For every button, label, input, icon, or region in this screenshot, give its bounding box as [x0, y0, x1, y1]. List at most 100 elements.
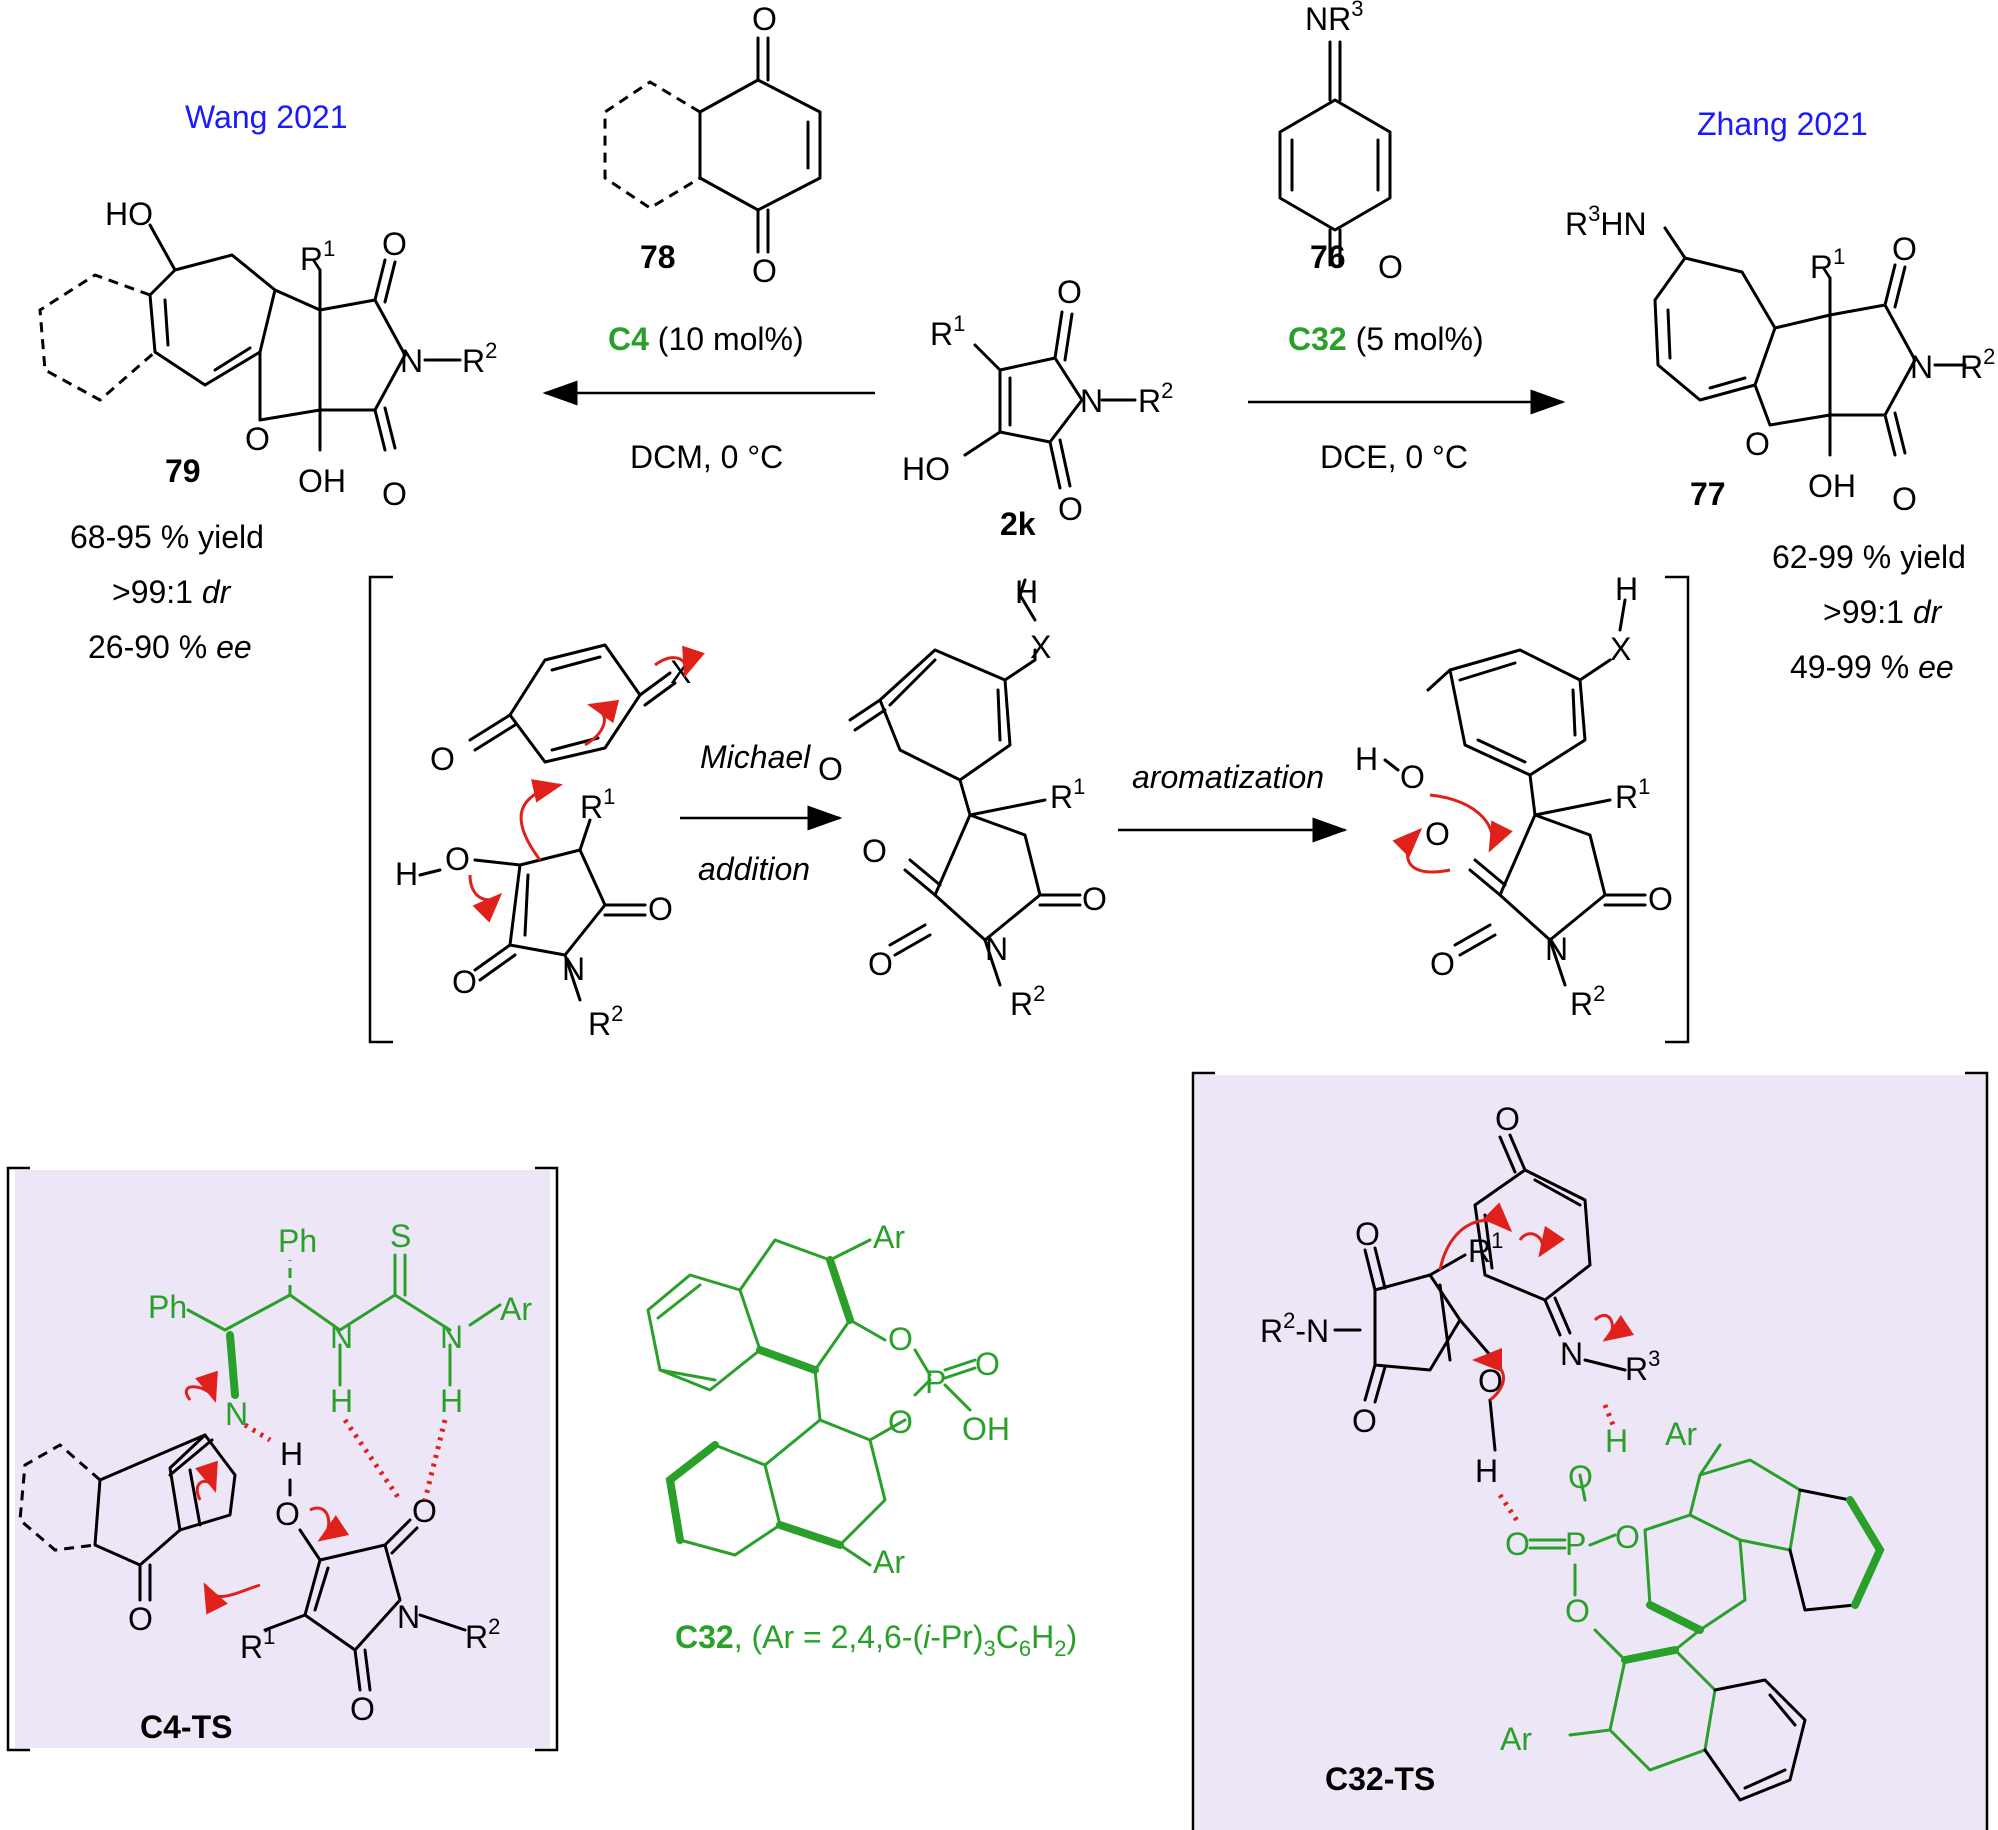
compound-label-77: 77	[1690, 476, 1726, 512]
right-yield: 62-99 % yield	[1772, 539, 1966, 575]
atom-r2n: R2-N	[1260, 1308, 1329, 1349]
atom-r1: R1	[1468, 1228, 1503, 1269]
c32-caption: C32, (Ar = 2,4,6-(i-Pr)3C6H2)	[675, 1619, 1077, 1661]
atom-ar: Ar	[1665, 1416, 1697, 1452]
mechanism-michael-adduct: H X O R1 O O O N R2	[818, 574, 1107, 1022]
atom-h: H	[395, 856, 418, 892]
product-77-structure: R3HN R1 O N R2 O OH O 77	[1565, 201, 1995, 517]
atom-r3: R3	[1625, 1346, 1660, 1387]
atom-oh: OH	[1808, 468, 1856, 504]
atom-r1: R1	[240, 1624, 275, 1665]
atom-r1: R1	[1050, 774, 1085, 815]
ts-label-c4: C4-TS	[140, 1709, 232, 1745]
left-ee: 26-90 % ee	[88, 629, 252, 665]
c32-catalyst-structure: Ar O P O O OH Ar	[646, 1219, 1010, 1580]
atom-n: N	[225, 1396, 248, 1432]
atom-o: O	[888, 1321, 913, 1357]
atom-r1: R1	[300, 236, 335, 277]
left-catalyst-condition: C4 (10 mol%)	[608, 321, 804, 357]
compound-label-76: 76	[1310, 239, 1346, 275]
atom-o: O	[1400, 759, 1425, 795]
atom-o: O	[862, 833, 887, 869]
atom-p: P	[925, 1364, 946, 1400]
atom-ho: HO	[105, 196, 153, 232]
atom-r2: R2	[1570, 981, 1605, 1022]
atom-ar: Ar	[500, 1291, 532, 1327]
atom-ph: Ph	[278, 1223, 317, 1259]
atom-h: H	[280, 1436, 303, 1472]
atom-x: X	[1030, 629, 1051, 665]
atom-o: O	[1648, 881, 1673, 917]
mechanism-aromatized-intermediate: H O X H R1 O O O N R2	[1355, 571, 1673, 1022]
atom-o: O	[350, 1691, 375, 1727]
atom-n: N	[400, 343, 423, 379]
ts-label-c32: C32-TS	[1325, 1761, 1435, 1797]
atom-o: O	[1745, 426, 1770, 462]
atom-r2: R2	[465, 1614, 500, 1655]
step-michael: Michael	[700, 739, 811, 775]
atom-o: O	[1057, 274, 1082, 310]
atom-n: N	[985, 931, 1008, 967]
atom-ho: H	[1355, 741, 1378, 777]
atom-o: O	[868, 946, 893, 982]
quinone-78-structure: O O 78	[603, 1, 822, 289]
atom-o: O	[452, 964, 477, 1000]
atom-o: O	[1082, 881, 1107, 917]
atom-p: P	[1565, 1526, 1586, 1562]
atom-r1: R1	[580, 784, 615, 825]
atom-h: H	[330, 1383, 353, 1419]
atom-oh: OH	[298, 463, 346, 499]
atom-o: O	[245, 421, 270, 457]
atom-o: O	[1568, 1459, 1593, 1495]
atom-ar: Ar	[873, 1219, 905, 1255]
atom-o: O	[445, 841, 470, 877]
atom-h: H	[440, 1383, 463, 1419]
atom-oh: OH	[962, 1411, 1010, 1447]
atom-o: O	[1430, 946, 1455, 982]
step-aromatization: aromatization	[1132, 759, 1324, 795]
hydroxymaleimide-2k-structure: R1 O N R2 HO O 2k	[902, 274, 1173, 542]
c4-ts-panel: Ph S Ph N N Ar H H N O H O O N R2 R1 O	[6, 1166, 559, 1752]
atom-r1: R1	[930, 311, 965, 352]
step-addition: addition	[698, 851, 810, 887]
atom-r3hn: R3HN	[1565, 201, 1647, 242]
atom-x: X	[1610, 631, 1631, 667]
right-catalyst-condition: C32 (5 mol%)	[1288, 321, 1484, 357]
atom-n: N	[1080, 383, 1103, 419]
c32-ts-panel: O N R3 O R1 R2-N O O H H O O P O O Ar	[1191, 1071, 1989, 1830]
atom-o: O	[1892, 481, 1917, 517]
atom-n: N	[562, 951, 585, 987]
atom-r1: R1	[1810, 244, 1845, 285]
atom-o: O	[1058, 491, 1083, 527]
atom-o: O	[1355, 1216, 1380, 1252]
left-dr: >99:1 dr	[112, 574, 232, 610]
product-79-structure: HO R1 O N R2 O OH O 79	[38, 196, 497, 512]
atom-o: O	[818, 751, 843, 787]
atom-h: H	[1615, 571, 1638, 607]
atom-o: O	[1378, 249, 1403, 285]
reference-wang: Wang 2021	[185, 99, 347, 135]
iminoquinone-76-structure: NR3 O 76	[1278, 0, 1403, 285]
atom-o: O	[648, 891, 673, 927]
atom-nr3: NR3	[1305, 0, 1363, 37]
atom-o: O	[1565, 1593, 1590, 1629]
atom-o: O	[382, 226, 407, 262]
atom-h: H	[1015, 574, 1038, 610]
atom-o: O	[752, 253, 777, 289]
atom-ar: Ar	[873, 1544, 905, 1580]
atom-ph: Ph	[148, 1289, 187, 1325]
atom-o: O	[888, 1404, 913, 1440]
atom-r2: R2	[1138, 378, 1173, 419]
left-solvent-condition: DCM, 0 °C	[630, 439, 783, 475]
atom-o: O	[1352, 1403, 1377, 1439]
atom-r1: R1	[1615, 774, 1650, 815]
atom-n: N	[1545, 931, 1568, 967]
atom-n: N	[330, 1319, 353, 1355]
atom-n: N	[1560, 1336, 1583, 1372]
atom-r2: R2	[588, 1001, 623, 1042]
atom-o: O	[275, 1496, 300, 1532]
atom-o: O	[1495, 1101, 1520, 1137]
compound-label-2k: 2k	[1000, 506, 1036, 542]
atom-o: O	[1615, 1519, 1640, 1555]
